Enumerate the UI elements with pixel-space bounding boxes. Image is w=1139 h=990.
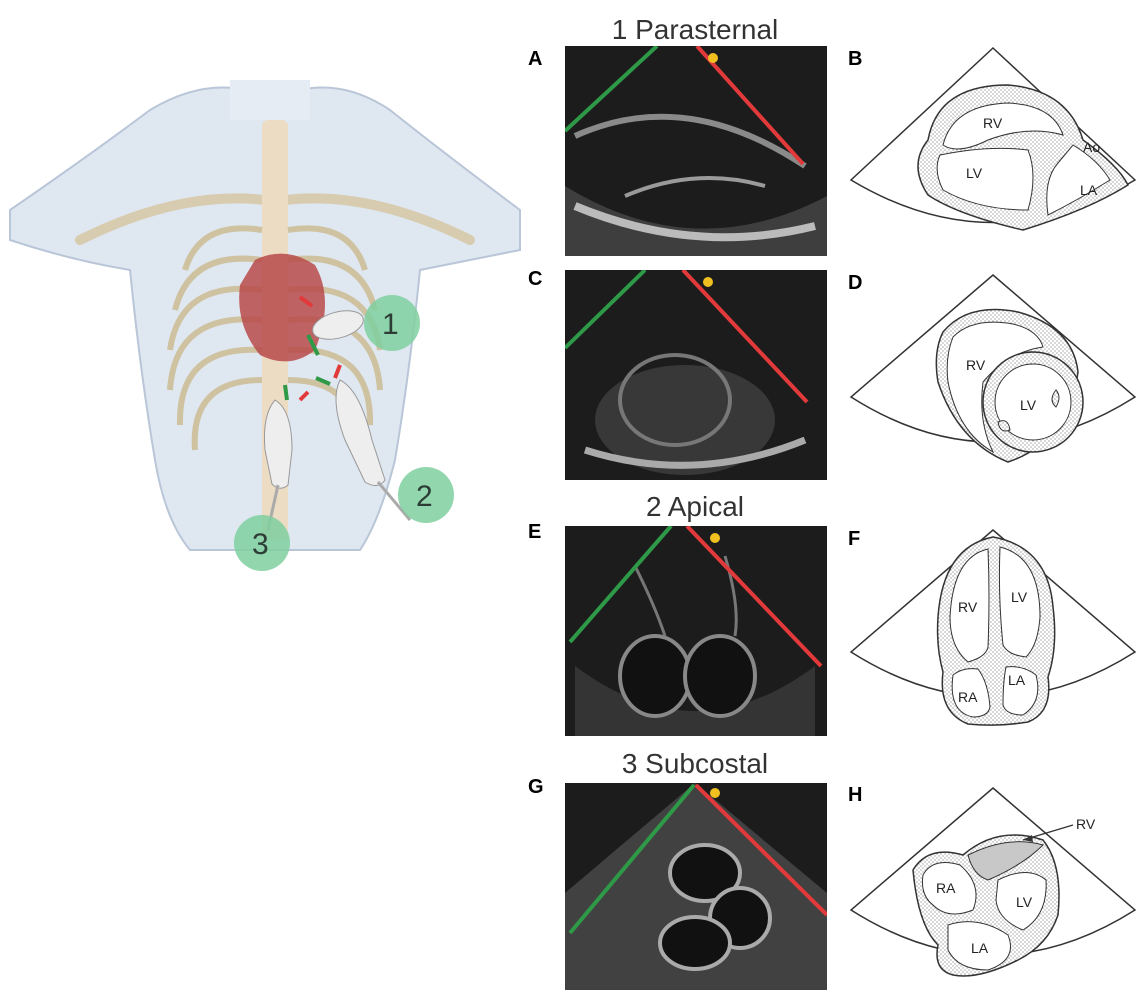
schematic-d-label-rv: RV: [966, 357, 986, 373]
echo-c-green-line: [565, 270, 645, 348]
schematic-f-label-lv: LV: [1011, 589, 1028, 605]
schematic-b-label-rv: RV: [983, 115, 1003, 131]
schematic-b: RV LV Ao LA: [848, 45, 1138, 250]
schematic-h: RV RA LV LA: [848, 785, 1138, 990]
schematic-f-label-la: LA: [1008, 672, 1026, 688]
echo-a-red-line: [697, 46, 803, 164]
echo-image-e: [565, 526, 827, 736]
section-title-parasternal: 1 Parasternal: [565, 14, 825, 46]
chest-illustration: 1 2 3: [0, 80, 540, 580]
schematic-f-label-ra: RA: [958, 689, 978, 705]
echo-image-g: [565, 783, 827, 990]
panel-letter-g: G: [528, 776, 544, 799]
echo-c-orientation-dot: [703, 277, 713, 287]
echo-g-orientation-dot: [710, 788, 720, 798]
probe-marker-1: 1: [364, 295, 420, 351]
probe-marker-3-label: 3: [252, 528, 269, 561]
schematic-f-label-rv: RV: [958, 599, 978, 615]
schematic-h-label-ra: RA: [936, 880, 956, 896]
probe-3-green-mark: [285, 385, 287, 400]
section-title-apical: 2 Apical: [565, 491, 825, 523]
echo-image-a: [565, 46, 827, 256]
schematic-d: RV LV: [848, 272, 1138, 477]
schematic-b-label-lv: LV: [966, 165, 983, 181]
probe-marker-3: 3: [234, 515, 290, 571]
echo-e-green-line: [570, 526, 671, 642]
panel-letter-e: E: [528, 521, 541, 544]
panel-letter-c: C: [528, 268, 542, 291]
schematic-f: RV LV RA LA: [848, 527, 1138, 737]
echo-e-orientation-dot: [710, 533, 720, 543]
echo-a-orientation-dot: [708, 53, 718, 63]
schematic-h-label-lv: LV: [1016, 894, 1033, 910]
schematic-h-label-la: LA: [971, 940, 989, 956]
schematic-d-label-lv: LV: [1020, 397, 1037, 413]
schematic-h-label-rv: RV: [1076, 816, 1096, 832]
schematic-b-label-ao: Ao: [1083, 139, 1100, 155]
panel-letter-a: A: [528, 48, 542, 71]
neck: [230, 80, 310, 120]
schematic-b-label-la: LA: [1080, 182, 1098, 198]
probe-marker-2: 2: [398, 467, 454, 523]
section-title-subcostal: 3 Subcostal: [565, 748, 825, 780]
probe-marker-2-label: 2: [416, 480, 433, 513]
echo-image-c: [565, 270, 827, 480]
probe-marker-1-label: 1: [382, 308, 399, 341]
